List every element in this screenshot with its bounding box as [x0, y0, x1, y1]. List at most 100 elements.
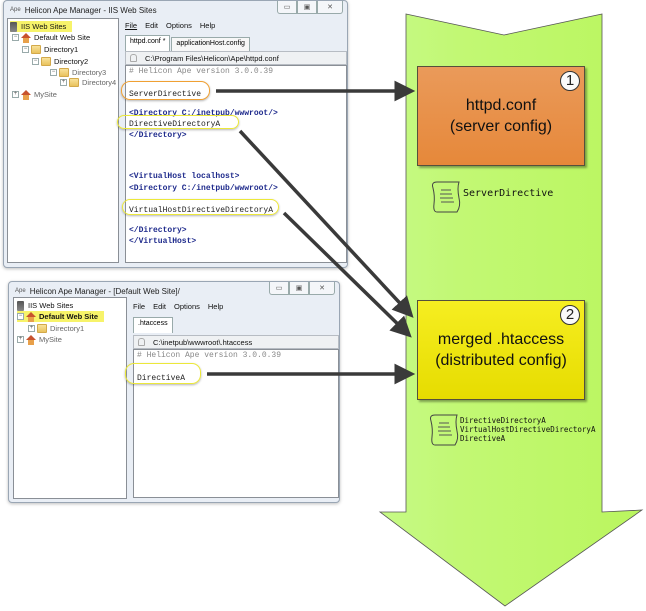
scroll-icon: [430, 414, 459, 446]
house-icon: [21, 32, 31, 43]
code-directory-close-2: </Directory>: [129, 226, 187, 235]
step1-directive-list: ServerDirective: [463, 188, 553, 199]
title-bar: Ape Helicon Ape Manager - [Default Web S…: [9, 282, 339, 300]
scroll-icon: [432, 181, 461, 213]
code-comment: # Helicon Ape version 3.0.0.39: [129, 67, 274, 76]
code-directory-close: </Directory>: [129, 131, 187, 140]
tree-item-default-web-site[interactable]: − Default Web Site: [12, 32, 91, 43]
tab-applicationhost-config[interactable]: applicationHost.config: [171, 37, 250, 51]
highlight-virtualhost-directive: [122, 199, 279, 215]
folder-icon: [59, 68, 69, 77]
site-tree: IIS Web Sites − Default Web Site + Direc…: [13, 297, 127, 499]
box-title: merged .htaccess: [437, 331, 565, 348]
app-icon: Ape: [10, 7, 21, 13]
window-controls: ▭ ▣ ✕: [269, 282, 335, 296]
tree-item-mysite[interactable]: + MySite: [17, 334, 62, 345]
folder-icon: [41, 57, 51, 66]
highlight-server-directive: [121, 81, 210, 100]
expand-icon[interactable]: +: [12, 91, 19, 98]
window-htaccess: Ape Helicon Ape Manager - [Default Web S…: [8, 281, 340, 503]
minimize-button[interactable]: ▭: [277, 1, 297, 14]
window-controls: ▭ ▣ ✕: [277, 1, 343, 15]
collapse-icon[interactable]: −: [17, 313, 24, 320]
step2-directive-list: DirectiveDirectoryA VirtualHostDirective…: [460, 416, 595, 443]
box-subtitle: (server config): [449, 118, 553, 135]
code-virtualhost-close: </VirtualHost>: [129, 237, 197, 246]
collapse-icon[interactable]: −: [50, 69, 57, 76]
directive-item: VirtualHostDirectiveDirectoryA: [460, 425, 596, 434]
highlight-directive-a: [125, 363, 201, 384]
app-icon: Ape: [15, 288, 26, 294]
file-path-bar: C:\Program Files\Helicon\Ape\httpd.conf: [125, 51, 347, 65]
box-title: httpd.conf: [465, 97, 537, 114]
folder-icon: [31, 45, 41, 54]
folder-icon: [69, 78, 79, 87]
tree-item-directory1[interactable]: + Directory1: [28, 324, 85, 333]
code-directive-directory-a: DirectiveDirectoryA: [129, 120, 221, 129]
tree-item-directory2[interactable]: − Directory2: [32, 57, 89, 66]
code-directory-open-2: <Directory C:/inetpub/wwwroot/>: [129, 184, 278, 193]
menu-bar: File Edit Options Help: [133, 302, 223, 311]
close-button[interactable]: ✕: [309, 282, 335, 295]
lock-icon: [130, 54, 137, 62]
expand-icon[interactable]: +: [17, 336, 24, 343]
directive-item: DirectiveA: [460, 434, 506, 443]
step-number-badge: 1: [560, 71, 580, 91]
expand-icon[interactable]: +: [60, 79, 67, 86]
menu-edit[interactable]: Edit: [145, 21, 159, 30]
merged-htaccess-box: 2 merged .htaccess (distributed config): [417, 300, 585, 400]
maximize-button[interactable]: ▣: [297, 1, 317, 14]
menu-bar: File Edit Options Help: [125, 21, 215, 30]
file-path-bar: C:\inetpub\wwwroot\.htaccess: [133, 335, 339, 349]
tree-item-mysite[interactable]: + MySite: [12, 89, 57, 100]
tab-strip: httpd.conf * applicationHost.config: [125, 35, 251, 51]
file-path: C:\Program Files\Helicon\Ape\httpd.conf: [145, 53, 279, 63]
tree-item-directory1[interactable]: − Directory1: [22, 45, 79, 54]
menu-file[interactable]: File: [133, 302, 146, 311]
highlight-directive-directory-a: [117, 115, 239, 129]
directive-item: DirectiveDirectoryA: [460, 416, 546, 425]
server-icon: [10, 21, 17, 32]
tree-item-iis-web-sites[interactable]: IIS Web Sites: [10, 21, 73, 32]
directive-item: ServerDirective: [463, 188, 554, 199]
file-path: C:\inetpub\wwwroot\.htaccess: [153, 337, 253, 347]
site-tree: IIS Web Sites − Default Web Site − Direc…: [7, 18, 119, 263]
step-number-badge: 2: [560, 305, 580, 325]
tab-strip: .htaccess: [133, 317, 174, 333]
title-bar: Ape Helicon Ape Manager - IIS Web Sites: [4, 1, 347, 19]
tab-httpd-conf[interactable]: httpd.conf *: [125, 35, 171, 51]
minimize-button[interactable]: ▭: [269, 282, 289, 295]
collapse-icon[interactable]: −: [22, 46, 29, 53]
tree-item-default-web-site[interactable]: − Default Web Site: [17, 311, 105, 322]
tree-item-directory4[interactable]: + Directory4: [60, 78, 117, 87]
window-httpd-conf: Ape Helicon Ape Manager - IIS Web Sites …: [3, 0, 348, 268]
window-title: Helicon Ape Manager - [Default Web Site]…: [29, 286, 180, 296]
box-subtitle: (distributed config): [435, 352, 567, 369]
code-directive-a: DirectiveA: [137, 374, 186, 383]
menu-help[interactable]: Help: [207, 302, 224, 311]
window-title: Helicon Ape Manager - IIS Web Sites: [24, 5, 157, 15]
maximize-button[interactable]: ▣: [289, 282, 309, 295]
menu-options[interactable]: Options: [166, 21, 192, 30]
server-icon: [17, 300, 24, 311]
code-server-directive: ServerDirective: [129, 90, 202, 99]
menu-options[interactable]: Options: [174, 302, 200, 311]
tab-htaccess[interactable]: .htaccess: [133, 317, 173, 333]
expand-icon[interactable]: +: [28, 325, 35, 332]
collapse-icon[interactable]: −: [12, 34, 19, 41]
tree-item-directory3[interactable]: − Directory3: [50, 68, 107, 77]
httpd-conf-box: 1 httpd.conf (server config): [417, 66, 585, 166]
code-directory-open: <Directory C:/inetpub/wwwroot/>: [129, 109, 278, 118]
code-virtualhost-open: <VirtualHost localhost>: [129, 172, 240, 181]
menu-edit[interactable]: Edit: [153, 302, 167, 311]
house-icon: [26, 311, 36, 322]
collapse-icon[interactable]: −: [32, 58, 39, 65]
menu-help[interactable]: Help: [199, 21, 216, 30]
house-icon: [21, 89, 31, 100]
close-button[interactable]: ✕: [317, 1, 343, 14]
code-comment: # Helicon Ape version 3.0.0.39: [137, 351, 282, 360]
lock-icon: [138, 338, 145, 346]
code-virtualhost-directive: VirtualHostDirectiveDirectoryA: [129, 206, 274, 215]
menu-file[interactable]: File: [125, 21, 138, 30]
tree-item-iis-web-sites[interactable]: IIS Web Sites: [17, 300, 73, 311]
